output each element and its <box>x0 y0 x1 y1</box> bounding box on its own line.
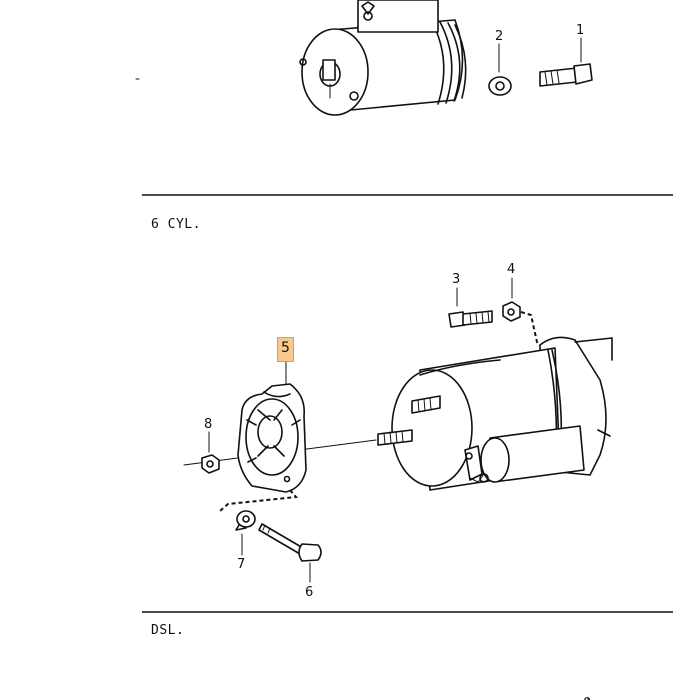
end-cover-part-5 <box>237 361 307 493</box>
callout-8: 8 <box>204 417 212 432</box>
callout-partial: 0 <box>583 696 591 700</box>
starter-motor-top <box>299 0 467 116</box>
bolt-part-3 <box>448 287 493 328</box>
callout-4: 4 <box>507 262 515 277</box>
callout-5: 5 <box>281 340 290 356</box>
washer-part-2 <box>488 43 512 96</box>
callout-6: 6 <box>305 585 313 600</box>
section-label-dsl: DSL. <box>151 623 185 638</box>
callout-2: 2 <box>495 29 503 44</box>
highlighted-callout-box[interactable] <box>277 337 294 362</box>
washer-part-7 <box>235 510 256 556</box>
callout-1: 1 <box>576 23 584 38</box>
nut-part-8 <box>201 431 220 474</box>
starter-motor-main <box>391 336 613 491</box>
section-label-6cyl: 6 CYL. <box>151 217 201 232</box>
long-bolt-part-6 <box>258 523 322 583</box>
stud <box>377 429 413 446</box>
nut-part-4 <box>502 277 521 322</box>
callout-3: 3 <box>452 272 460 287</box>
callout-7: 7 <box>237 557 245 572</box>
bolt-part-1 <box>539 37 593 87</box>
